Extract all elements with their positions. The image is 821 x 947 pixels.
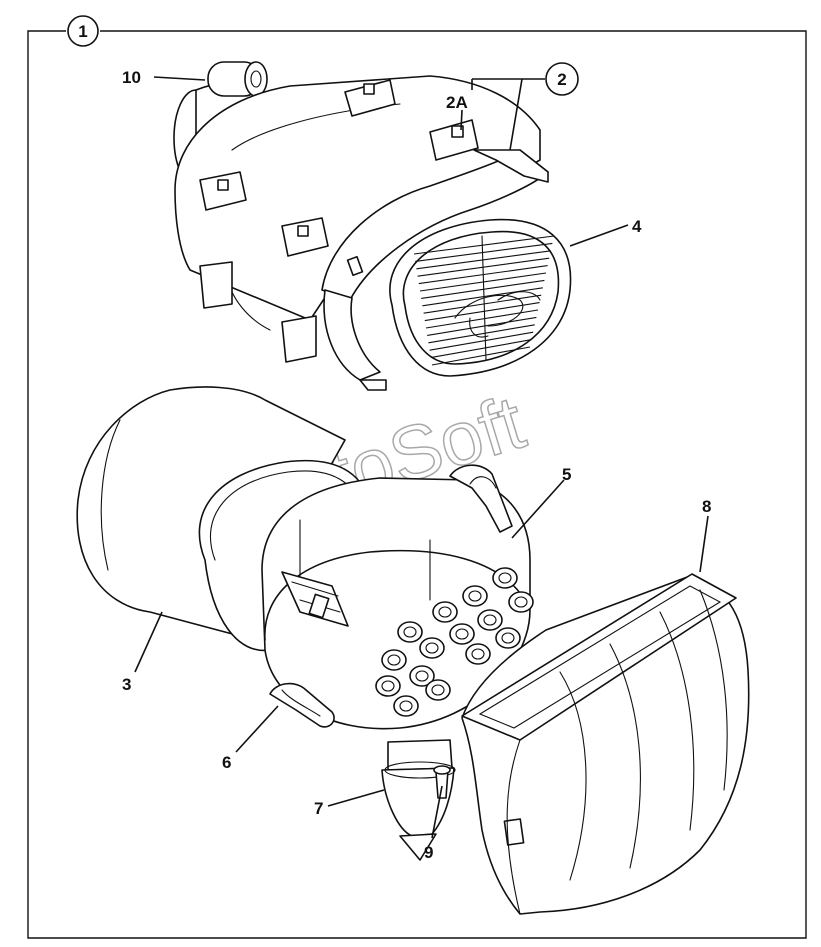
- outlet-hole-inner: [501, 632, 515, 644]
- latch-clip-top: [449, 464, 513, 533]
- callout-leaders: [134, 76, 709, 839]
- callout-8: 8: [702, 497, 711, 516]
- mounting-brackets: [199, 79, 479, 363]
- outlet-hole: [477, 609, 503, 631]
- outlet-hole: [465, 643, 491, 665]
- callout-3: 3: [122, 675, 131, 694]
- callout-10: 10: [122, 68, 141, 87]
- callout-5: 5: [562, 465, 571, 484]
- grille-slat: [422, 287, 543, 307]
- outlet-hole: [397, 621, 423, 643]
- outlet-hole: [492, 567, 518, 589]
- callout-7: 7: [314, 799, 323, 818]
- callout-9: 9: [424, 843, 433, 862]
- grille-slat: [425, 309, 539, 329]
- callout-labels: 10 2 2A 4 5 8 3 6 7 9: [122, 62, 711, 862]
- filter-housing: [173, 61, 572, 391]
- grille-slat: [428, 324, 535, 344]
- outlet-hole-inner: [455, 628, 469, 640]
- outlet-hole: [419, 637, 445, 659]
- frame-number-badge: 1: [78, 22, 87, 41]
- housing-strap: [321, 149, 549, 391]
- outlet-hole: [409, 665, 435, 687]
- outlet-hole: [375, 675, 401, 697]
- latch-clip-left: [281, 571, 349, 627]
- grille-slat: [416, 250, 551, 270]
- grille-slat: [413, 235, 555, 255]
- grille-slat: [427, 316, 537, 336]
- outlet-hole-array: [375, 567, 534, 717]
- outlet-hole-inner: [431, 684, 445, 696]
- outlet-hole: [462, 585, 488, 607]
- grille-slat: [429, 331, 534, 351]
- cover-hood: [461, 573, 750, 915]
- grille-cover: [389, 218, 572, 377]
- grille-slat: [431, 346, 531, 366]
- grille-slat: [421, 279, 545, 299]
- outlet-hole-inner: [399, 700, 413, 712]
- outlet-hole: [432, 601, 458, 623]
- outlet-hole: [449, 623, 475, 645]
- outlet-hole: [381, 649, 407, 671]
- grille-slat: [415, 242, 553, 262]
- outlet-hole-inner: [498, 572, 512, 584]
- grille-slat: [423, 294, 542, 314]
- outlet-hole-inner: [403, 626, 417, 638]
- callout-2a: 2A: [446, 93, 468, 112]
- group-number-badge: [545, 62, 579, 96]
- lower-clamp: [269, 682, 335, 728]
- outlet-hole-inner: [438, 606, 452, 618]
- callout-4: 4: [632, 217, 642, 236]
- diagram-frame: 1: [27, 15, 807, 939]
- outlet-hole-inner: [483, 614, 497, 626]
- secondary-housing: [261, 464, 534, 730]
- outlet-hole-inner: [514, 596, 528, 608]
- outlet-hole-inner: [381, 680, 395, 692]
- outlet-hole: [495, 627, 521, 649]
- outlet-hole-inner: [387, 654, 401, 666]
- callout-2: 2: [557, 70, 566, 89]
- grille-slat: [430, 339, 532, 359]
- outlet-hole-inner: [468, 590, 482, 602]
- screw: [433, 765, 451, 799]
- outlet-hole: [508, 591, 534, 613]
- outlet-hole-inner: [425, 642, 439, 654]
- dust-valve: [381, 739, 456, 861]
- grille-slat: [424, 302, 540, 322]
- outlet-hole: [425, 679, 451, 701]
- outlet-hole-inner: [415, 670, 429, 682]
- outlet-hole-inner: [471, 648, 485, 660]
- outlet-hole: [393, 695, 419, 717]
- callout-6: 6: [222, 753, 231, 772]
